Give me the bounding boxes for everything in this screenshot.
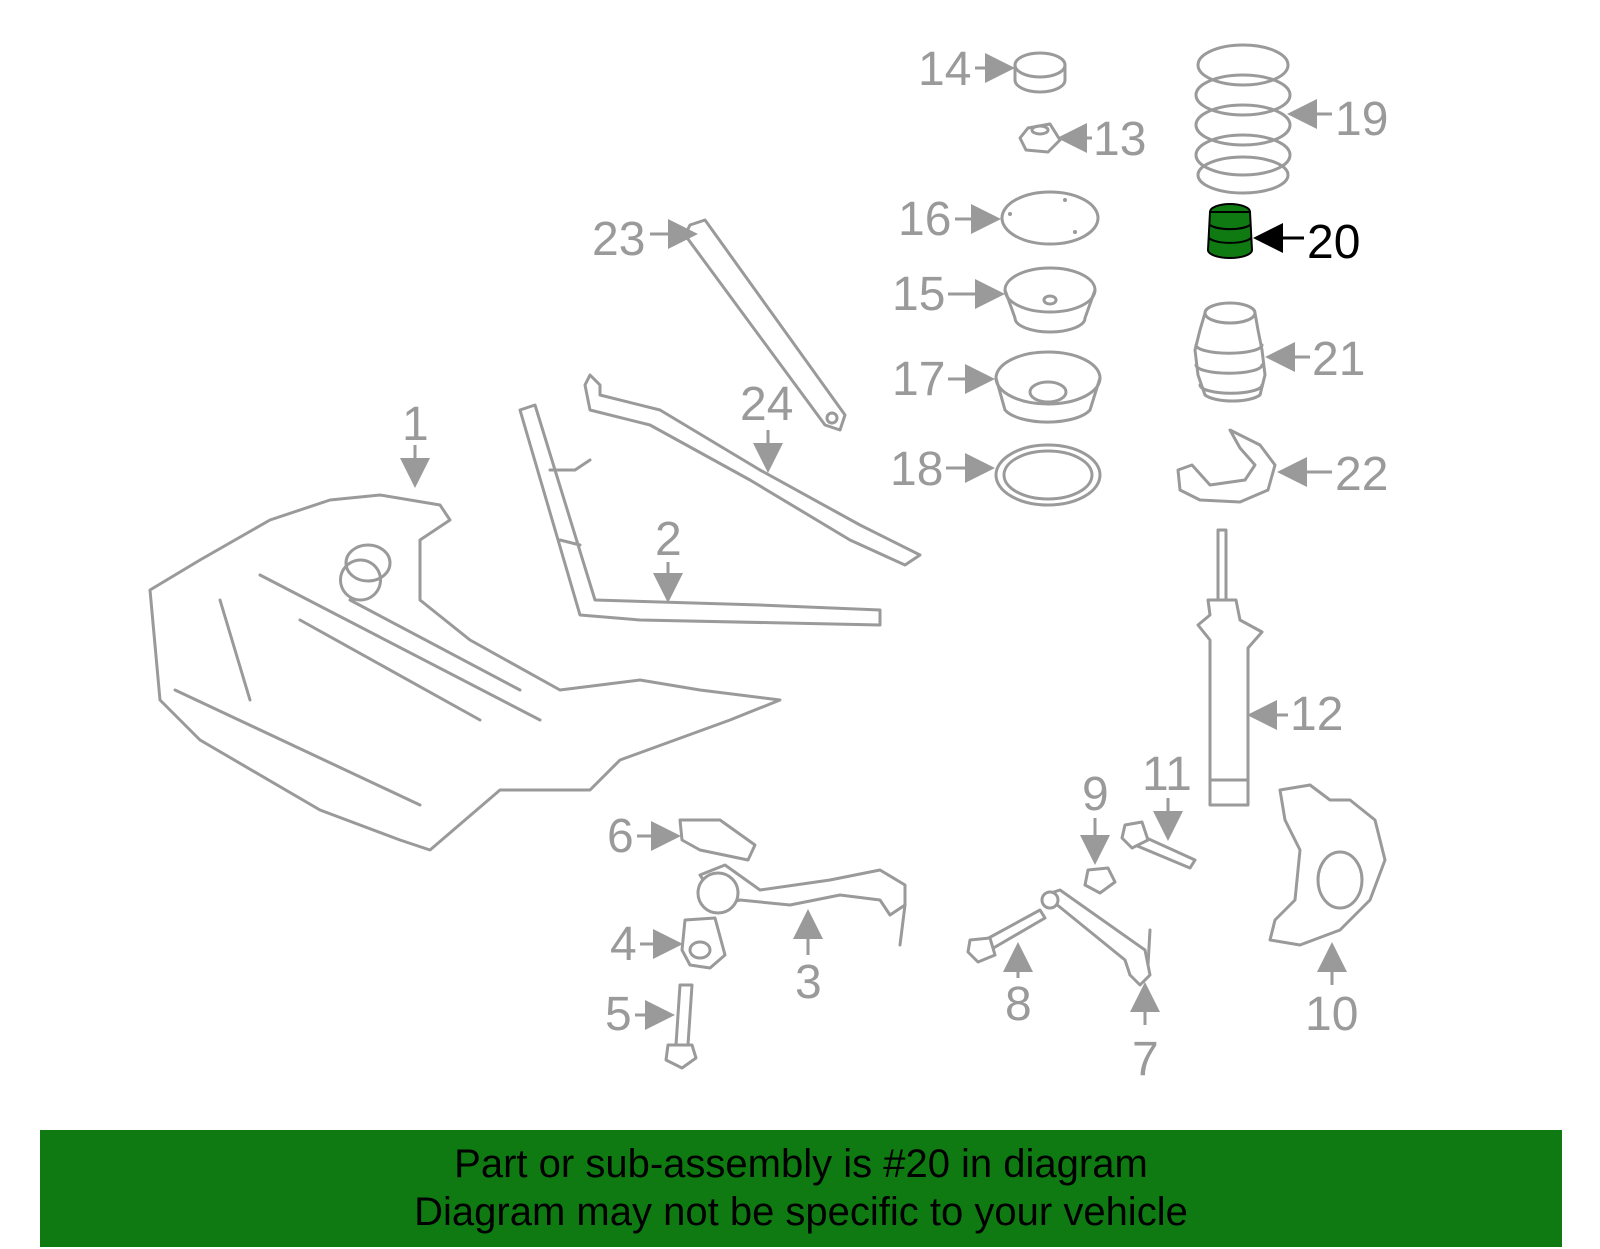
svg-text:12: 12	[1290, 688, 1343, 741]
bracket-part	[518, 403, 882, 627]
svg-text:9: 9	[1082, 768, 1109, 821]
svg-text:15: 15	[892, 268, 945, 321]
tie-bar-part	[583, 373, 922, 567]
cap-part	[1013, 51, 1067, 94]
spring-seat-part	[994, 350, 1102, 424]
svg-text:19: 19	[1335, 93, 1388, 146]
coil-spring-part	[1194, 43, 1292, 195]
parts-diagram: 1 2 3 4 5 6 7 8 9 10 11 12	[148, 43, 1388, 1086]
callout-1: 1	[400, 398, 430, 488]
callout-16: 16	[898, 193, 1001, 246]
callout-14: 14	[918, 43, 1015, 96]
svg-text:16: 16	[898, 193, 951, 246]
bolt-5-part	[664, 983, 698, 1070]
svg-text:5: 5	[605, 988, 632, 1041]
strut-part	[1196, 528, 1264, 807]
callout-24: 24	[740, 378, 793, 473]
callout-22: 22	[1277, 448, 1388, 501]
banner-line-2: Diagram may not be specific to your vehi…	[414, 1190, 1188, 1234]
knuckle-part	[1268, 783, 1387, 947]
callout-10: 10	[1305, 942, 1358, 1041]
callout-7: 7	[1130, 982, 1160, 1086]
dust-boot-part	[1193, 301, 1267, 403]
callout-5: 5	[605, 988, 675, 1041]
clip-part	[678, 818, 757, 862]
svg-text:13: 13	[1093, 113, 1146, 166]
callout-2: 2	[653, 513, 683, 603]
svg-text:24: 24	[740, 378, 793, 431]
svg-text:6: 6	[607, 810, 634, 863]
control-arm-part	[696, 863, 907, 947]
jounce-bumper-part[interactable]	[1206, 203, 1254, 259]
gasket-part	[1000, 190, 1100, 246]
svg-text:8: 8	[1005, 978, 1032, 1031]
svg-text:7: 7	[1132, 1033, 1159, 1086]
bushing-part	[680, 916, 727, 970]
bolt-11-part	[1120, 820, 1197, 870]
svg-text:11: 11	[1142, 748, 1192, 801]
callout-17: 17	[892, 353, 995, 406]
callout-12: 12	[1247, 688, 1343, 741]
svg-text:4: 4	[610, 918, 637, 971]
svg-text:14: 14	[918, 43, 971, 96]
callout-4: 4	[610, 918, 683, 971]
spring-pad-part	[994, 443, 1102, 507]
isolator-part	[1176, 428, 1277, 504]
svg-text:18: 18	[890, 443, 943, 496]
callout-13: 13	[1057, 113, 1146, 166]
callout-8: 8	[1003, 942, 1033, 1031]
callout-3: 3	[793, 909, 823, 1009]
tension-strut-part	[1040, 888, 1152, 987]
strut-mount-part	[1003, 266, 1097, 334]
svg-text:21: 21	[1312, 333, 1365, 386]
callout-21: 21	[1265, 333, 1365, 386]
nut-9-part	[1083, 866, 1117, 895]
nut-13-part	[1018, 122, 1062, 154]
callout-11: 11	[1142, 748, 1192, 841]
svg-text:17: 17	[892, 353, 945, 406]
banner-line-1: Part or sub-assembly is #20 in diagram	[454, 1142, 1148, 1186]
callout-18: 18	[890, 443, 995, 496]
svg-text:1: 1	[402, 398, 429, 451]
svg-text:10: 10	[1305, 988, 1358, 1041]
svg-text:22: 22	[1335, 448, 1388, 501]
callout-23: 23	[592, 213, 698, 266]
subframe-part	[148, 493, 782, 852]
callout-6: 6	[607, 810, 681, 863]
bolt-8-part	[966, 908, 1047, 964]
svg-text:3: 3	[795, 956, 822, 1009]
callout-20: 20	[1253, 216, 1360, 269]
svg-text:20: 20	[1307, 216, 1360, 269]
svg-text:23: 23	[592, 213, 645, 266]
svg-text:2: 2	[655, 513, 682, 566]
callout-15: 15	[892, 268, 1005, 321]
info-banner: Part or sub-assembly is #20 in diagram D…	[40, 1130, 1562, 1247]
callout-9: 9	[1080, 768, 1110, 865]
callout-19: 19	[1287, 93, 1388, 146]
